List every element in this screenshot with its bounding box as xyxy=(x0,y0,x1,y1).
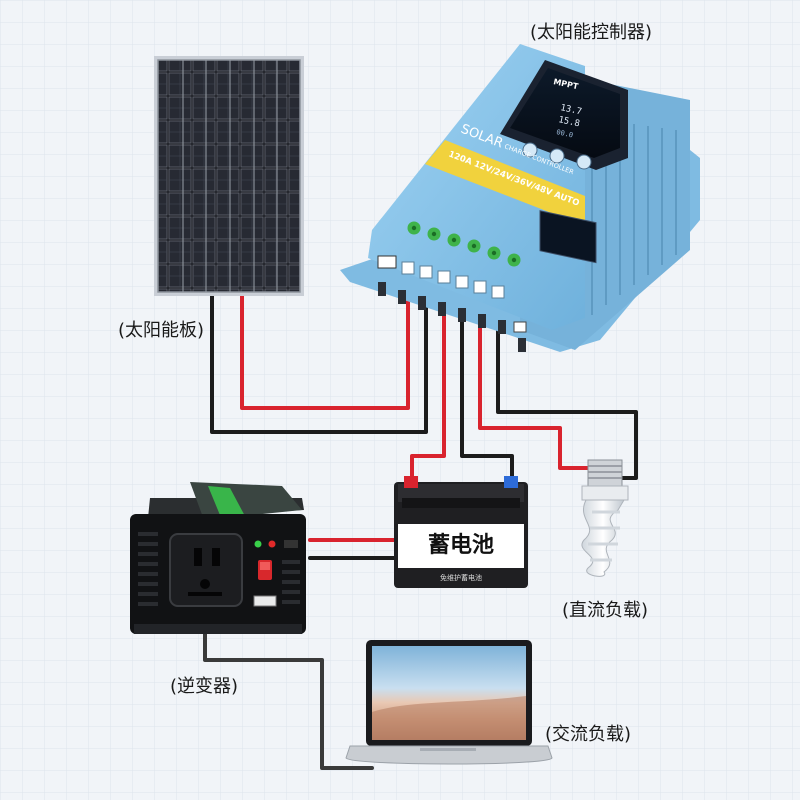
wire-dcload-positive xyxy=(478,284,594,470)
label-inverter: (逆变器) xyxy=(170,676,239,697)
wire-dcload-negative xyxy=(496,290,638,480)
battery-label: 蓄电池 xyxy=(428,533,494,558)
label-solar-panel: (太阳能板) xyxy=(118,320,205,341)
battery-positive-terminal xyxy=(404,476,418,488)
inverter xyxy=(130,482,306,634)
label-ac-load: (交流负载) xyxy=(545,724,632,745)
dc-load-bulb xyxy=(581,459,629,577)
wire-panel-negative xyxy=(210,270,428,434)
terminal-indicators xyxy=(407,221,521,267)
controller-button-left[interactable] xyxy=(522,142,538,158)
inverter-led-red xyxy=(268,540,276,548)
battery-sublabel: 免维护蓄电池 xyxy=(440,573,482,582)
battery-negative-terminal xyxy=(504,476,518,488)
inverter-green-accent xyxy=(208,486,246,520)
controller-reading-1: 13.7 xyxy=(559,103,582,117)
wire-ac-output xyxy=(203,626,374,770)
controller-reading-3: 00.0 xyxy=(556,128,574,139)
controller-button-middle[interactable] xyxy=(549,148,565,164)
solar-panel xyxy=(154,56,304,296)
wire-battery-positive xyxy=(410,276,446,484)
inverter-usb-port xyxy=(253,595,277,607)
usb-port xyxy=(377,255,397,269)
label-dc-load: (直流负载) xyxy=(562,600,649,621)
inverter-led-green xyxy=(254,540,262,548)
lcd-display xyxy=(539,210,597,264)
laptop xyxy=(345,640,553,765)
battery: 蓄电池 免维护蓄电池 xyxy=(394,476,528,588)
controller-button-right[interactable] xyxy=(576,154,592,170)
spec-stripe xyxy=(425,140,585,226)
wire-panel-positive xyxy=(240,266,410,410)
charge-controller: MPPT 13.7 15.8 00.0 SOLAR CHARGE CONTROL… xyxy=(340,44,700,352)
controller-reading-2: 15.8 xyxy=(557,115,580,129)
label-charge-controller: (太阳能控制器) xyxy=(530,22,653,43)
wire-battery-negative xyxy=(460,280,514,484)
ac-socket[interactable] xyxy=(169,533,243,607)
